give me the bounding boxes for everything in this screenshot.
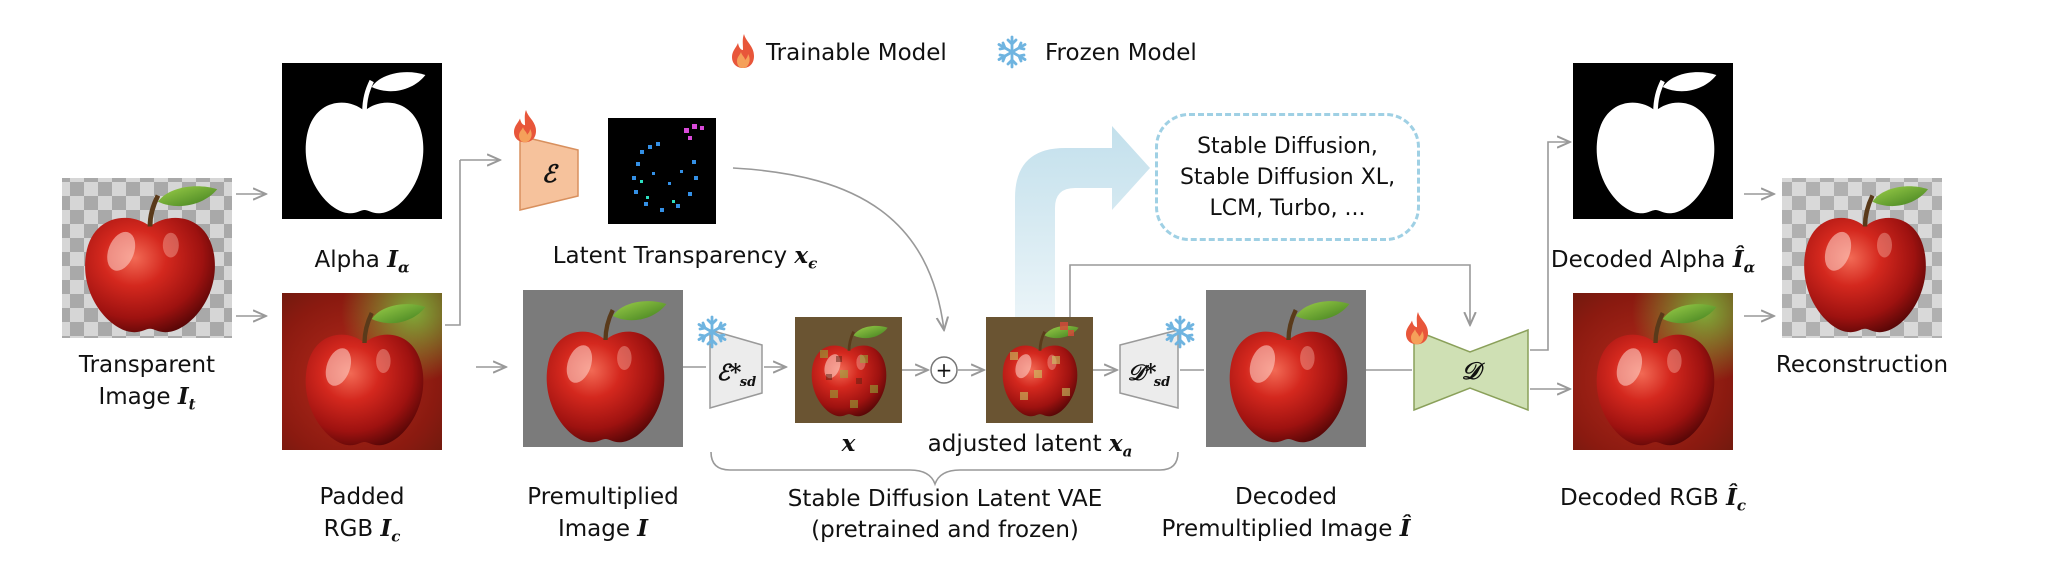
label-sd-vae-line2: (pretrained and frozen)	[811, 517, 1079, 543]
label-decoded-alpha-sub: α	[1743, 258, 1756, 277]
label-adjusted-text: adjusted latent	[927, 431, 1102, 457]
label-alpha: Alpha Iα	[282, 244, 442, 284]
label-sd-vae-line1: Stable Diffusion Latent VAE	[787, 486, 1103, 512]
label-decoded-alpha-sym: Î	[1732, 246, 1744, 273]
label-premult-line2-row: Image I	[513, 513, 693, 545]
decoded-rgb-image	[1573, 293, 1733, 450]
label-premult-line2: Image	[557, 516, 630, 542]
label-decoded-premult-sym: Î	[1399, 515, 1411, 542]
label-latent-transparency-sub: ϵ	[808, 254, 818, 273]
label-decoded-rgb-sub: c	[1736, 496, 1747, 515]
label-decoded-premultiplied: Decoded Premultiplied Image Î	[1151, 482, 1421, 545]
arrow-latent-to-plus	[732, 167, 944, 330]
sd-models-box: Stable Diffusion, Stable Diffusion XL, L…	[1155, 113, 1420, 241]
label-decoded-rgb: Decoded RGB Îc	[1543, 482, 1763, 522]
label-padded-line1: Padded	[319, 484, 405, 510]
label-transparent-sym: I	[177, 383, 189, 410]
label-latent-transparency: Latent Transparency xϵ	[520, 240, 850, 280]
latent-decoder: 𝒟	[1413, 328, 1529, 412]
sd-vae-bracket	[710, 451, 1179, 487]
alpha-image	[282, 63, 442, 219]
sd-models-text: Stable Diffusion, Stable Diffusion XL, L…	[1179, 133, 1396, 221]
snowflake-icon	[997, 35, 1027, 69]
label-decoded-rgb-text: Decoded RGB	[1559, 485, 1719, 511]
sd-decoder: 𝒟* sd	[1119, 329, 1179, 409]
label-decoded-premult-line1: Decoded	[1235, 484, 1337, 510]
label-transparent-sub: t	[188, 395, 196, 414]
latent-x-image	[795, 317, 902, 423]
sd-encoder-sub: sd	[740, 375, 756, 390]
label-adjusted-latent: adjusted latent xa	[910, 428, 1150, 468]
label-alpha-text: Alpha	[314, 247, 380, 273]
label-padded-line2-row: RGB Ic	[282, 513, 442, 553]
label-reconstruction: Reconstruction	[1775, 352, 1949, 378]
adjusted-latent-image	[986, 317, 1093, 423]
plus-symbol: +	[936, 358, 953, 382]
label-latent-transparency-sym: x	[794, 242, 809, 269]
latent-encoder: ℰ	[519, 135, 579, 211]
label-transparent-line2: Image	[98, 384, 171, 410]
plus-node: +	[930, 356, 958, 384]
reconstruction-image	[1782, 178, 1942, 338]
arrow-D-to-alpha	[1530, 142, 1570, 351]
decoded-alpha-image	[1573, 63, 1733, 219]
label-padded-sym: I	[380, 515, 392, 542]
label-premult-line1: Premultiplied	[527, 484, 679, 510]
label-decoded-rgb-sym: Î	[1726, 484, 1737, 511]
sd-encoder-symbol: ℰ*	[717, 360, 742, 386]
premultiplied-image	[523, 290, 683, 447]
flame-icon-decoder	[1406, 312, 1428, 345]
label-decoded-alpha-text: Decoded Alpha	[1550, 247, 1726, 273]
label-premult-sym: I	[637, 515, 649, 542]
sd-decoder-symbol: 𝒟*	[1127, 360, 1157, 386]
label-x-sym: x	[841, 430, 856, 457]
label-decoded-alpha: Decoded Alpha Îα	[1543, 244, 1763, 284]
fire-icon	[732, 34, 754, 68]
flame-icon-encoder	[514, 110, 536, 143]
legend-trainable: Trainable Model	[766, 40, 947, 66]
label-latent-transparency-text: Latent Transparency	[552, 243, 788, 269]
sd-encoder: ℰ* sd	[709, 329, 763, 409]
label-padded-line2: RGB	[323, 516, 374, 542]
latent-transparency-image	[608, 118, 716, 224]
label-sd-vae: Stable Diffusion Latent VAE (pretrained …	[760, 484, 1130, 546]
label-x: x	[795, 428, 902, 460]
legend-frozen: Frozen Model	[1045, 40, 1197, 66]
label-decoded-premult-line2: Premultiplied Image	[1161, 516, 1393, 542]
label-alpha-sub: α	[397, 258, 410, 277]
latent-encoder-symbol: ℰ	[542, 159, 560, 188]
arrow-adjusted-to-D	[1069, 264, 1470, 325]
label-padded-rgb: Padded RGB Ic	[282, 482, 442, 553]
decoded-premultiplied-image	[1206, 290, 1366, 447]
label-transparent-line2-row: Image It	[62, 381, 232, 421]
sd-decoder-sub: sd	[1154, 375, 1170, 390]
label-premultiplied: Premultiplied Image I	[513, 482, 693, 545]
label-transparent-line1: Transparent	[78, 352, 216, 378]
arrow-alpha-to-encoder	[445, 160, 461, 326]
padded-rgb-image	[282, 293, 442, 450]
label-padded-sub: c	[391, 527, 401, 546]
sd-flow-arrow	[1015, 126, 1150, 318]
label-alpha-sym: I	[387, 246, 398, 273]
label-decoded-premult-line2-row: Premultiplied Image Î	[1151, 513, 1421, 545]
label-adjusted-sym: x	[1108, 430, 1123, 457]
label-transparent-image: Transparent Image It	[62, 350, 232, 421]
transparent-image	[62, 178, 232, 338]
label-adjusted-sub: a	[1122, 442, 1133, 461]
